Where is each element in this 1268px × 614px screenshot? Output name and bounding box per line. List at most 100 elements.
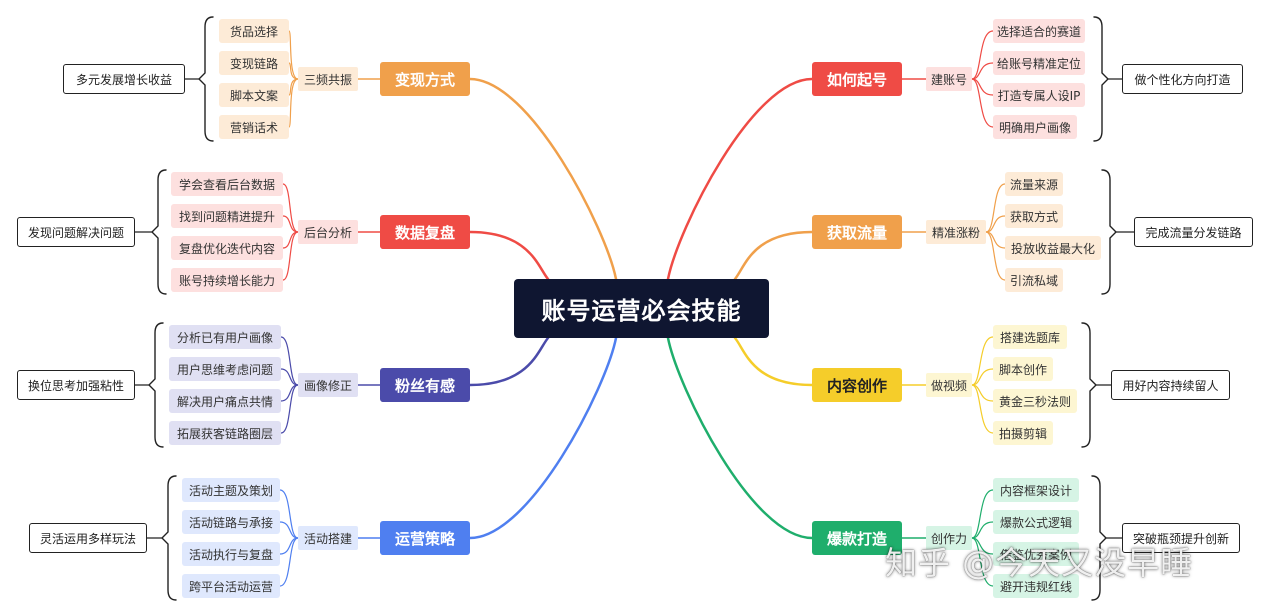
connector-ops-leaf-0 [279,489,299,539]
branch-traffic[interactable]: 获取流量 [812,215,902,249]
leaf-review-3[interactable]: 账号持续增长能力 [171,268,283,292]
connector-traffic-leaf-1 [985,215,1006,233]
leaf-content-3[interactable]: 拍摄剪辑 [993,421,1053,445]
leaf-review-2[interactable]: 复盘优化迭代内容 [171,236,283,260]
branch-viral[interactable]: 爆款打造 [812,521,902,555]
leaf-viral-1[interactable]: 爆款公式逻辑 [993,510,1079,534]
leaf-monetize-0[interactable]: 货品选择 [219,19,289,43]
leaf-ops-2[interactable]: 活动执行与复盘 [182,542,280,566]
branch-start[interactable]: 如何起号 [812,62,902,96]
leaf-fans-1[interactable]: 用户思维考虑问题 [169,357,281,381]
branch-content[interactable]: 内容创作 [812,368,902,402]
connector-ops [468,336,618,540]
connector-review [468,230,550,281]
branch-fans[interactable]: 粉丝有感 [380,368,470,402]
leaf-fans-0[interactable]: 分析已有用户画像 [169,325,281,349]
watermark: 知乎 @今天又没早睡 [885,544,1194,582]
summary-start: 做个性化方向打造 [1122,64,1243,94]
connector-viral [666,336,814,540]
leaf-traffic-1[interactable]: 获取方式 [1005,204,1063,228]
brace-content [1081,322,1097,448]
leaf-traffic-2[interactable]: 投放收益最大化 [1005,236,1101,260]
connector-review-leaf-0 [282,183,299,233]
leaf-start-3[interactable]: 明确用户画像 [993,115,1077,139]
leaf-traffic-0[interactable]: 流量来源 [1005,172,1063,196]
connector-content [733,336,814,387]
summary-traffic: 完成流量分发链路 [1134,217,1253,247]
branch-review[interactable]: 数据复盘 [380,215,470,249]
center-topic[interactable]: 账号运营必会技能 [514,279,769,338]
branch-monetize[interactable]: 变现方式 [380,62,470,96]
connector-fans-leaf-3 [280,384,299,434]
leaf-ops-0[interactable]: 活动主题及策划 [182,478,280,502]
connector-start [666,77,814,281]
connector-traffic-leaf-0 [985,183,1006,233]
sub-content[interactable]: 做视频 [926,373,972,397]
connector-viral-leaf-1 [971,521,994,539]
leaf-viral-2[interactable]: 借鉴优秀案例 [993,542,1079,566]
connector-start-leaf-1 [971,62,994,80]
sub-review[interactable]: 后台分析 [298,220,358,244]
leaf-fans-3[interactable]: 拓展获客链路圈层 [169,421,281,445]
connector-traffic [733,230,814,281]
leaf-content-0[interactable]: 搭建选题库 [993,325,1067,349]
connector-fans [468,336,550,387]
connector-start-leaf-0 [971,30,994,80]
leaf-viral-0[interactable]: 内容框架设计 [993,478,1079,502]
branch-ops[interactable]: 运营策略 [380,521,470,555]
connector-fans-leaf-2 [280,384,299,402]
connector-monetize-leaf-3 [288,78,299,128]
summary-viral: 突破瓶颈提升创新 [1122,523,1240,553]
sub-traffic[interactable]: 精准涨粉 [926,220,986,244]
connector-monetize-leaf-2 [288,78,299,96]
brace-review [151,169,167,295]
connector-fans-leaf-0 [280,336,299,386]
summary-monetize: 多元发展增长收益 [63,64,185,94]
sub-monetize[interactable]: 三频共振 [298,67,358,91]
sub-viral[interactable]: 创作力 [926,526,972,550]
connector-traffic-leaf-3 [985,231,1006,281]
leaf-start-0[interactable]: 选择适合的赛道 [993,19,1085,43]
sub-start[interactable]: 建账号 [926,67,972,91]
summary-review: 发现问题解决问题 [17,217,135,247]
connector-start-leaf-3 [971,78,994,128]
summary-ops: 灵活运用多样玩法 [29,523,147,553]
leaf-content-1[interactable]: 脚本创作 [993,357,1053,381]
connector-content-leaf-0 [971,336,994,386]
leaf-review-0[interactable]: 学会查看后台数据 [171,172,283,196]
sub-fans[interactable]: 画像修正 [298,373,358,397]
brace-start [1093,16,1109,142]
connector-review-leaf-2 [282,231,299,249]
connector-monetize [468,77,618,281]
leaf-traffic-3[interactable]: 引流私域 [1005,268,1063,292]
connector-content-leaf-3 [971,384,994,434]
connector-review-leaf-3 [282,231,299,281]
leaf-monetize-1[interactable]: 变现链路 [219,51,289,75]
summary-fans: 换位思考加强粘性 [17,370,135,400]
brace-ops [161,475,177,601]
connector-monetize-leaf-1 [288,62,299,80]
summary-content: 用好内容持续留人 [1111,370,1230,400]
connector-fans-leaf-1 [280,368,299,386]
leaf-monetize-3[interactable]: 营销话术 [219,115,289,139]
sub-ops[interactable]: 活动搭建 [298,526,358,550]
leaf-ops-1[interactable]: 活动链路与承接 [182,510,280,534]
leaf-start-2[interactable]: 打造专属人设IP [993,83,1085,107]
connector-ops-leaf-1 [279,521,299,539]
brace-monetize [198,16,214,142]
leaf-monetize-2[interactable]: 脚本文案 [219,83,289,107]
leaf-viral-3[interactable]: 避开违规红线 [993,574,1079,598]
leaf-start-1[interactable]: 给账号精准定位 [993,51,1085,75]
connector-viral-leaf-3 [971,537,994,587]
connector-monetize-leaf-0 [288,30,299,80]
leaf-content-2[interactable]: 黄金三秒法则 [993,389,1077,413]
leaf-review-1[interactable]: 找到问题精进提升 [171,204,283,228]
connector-review-leaf-1 [282,215,299,233]
connector-ops-leaf-3 [279,537,299,587]
connector-viral-leaf-0 [971,489,994,539]
leaf-ops-3[interactable]: 跨平台活动运营 [182,574,280,598]
brace-traffic [1101,169,1117,295]
leaf-fans-2[interactable]: 解决用户痛点共情 [169,389,281,413]
